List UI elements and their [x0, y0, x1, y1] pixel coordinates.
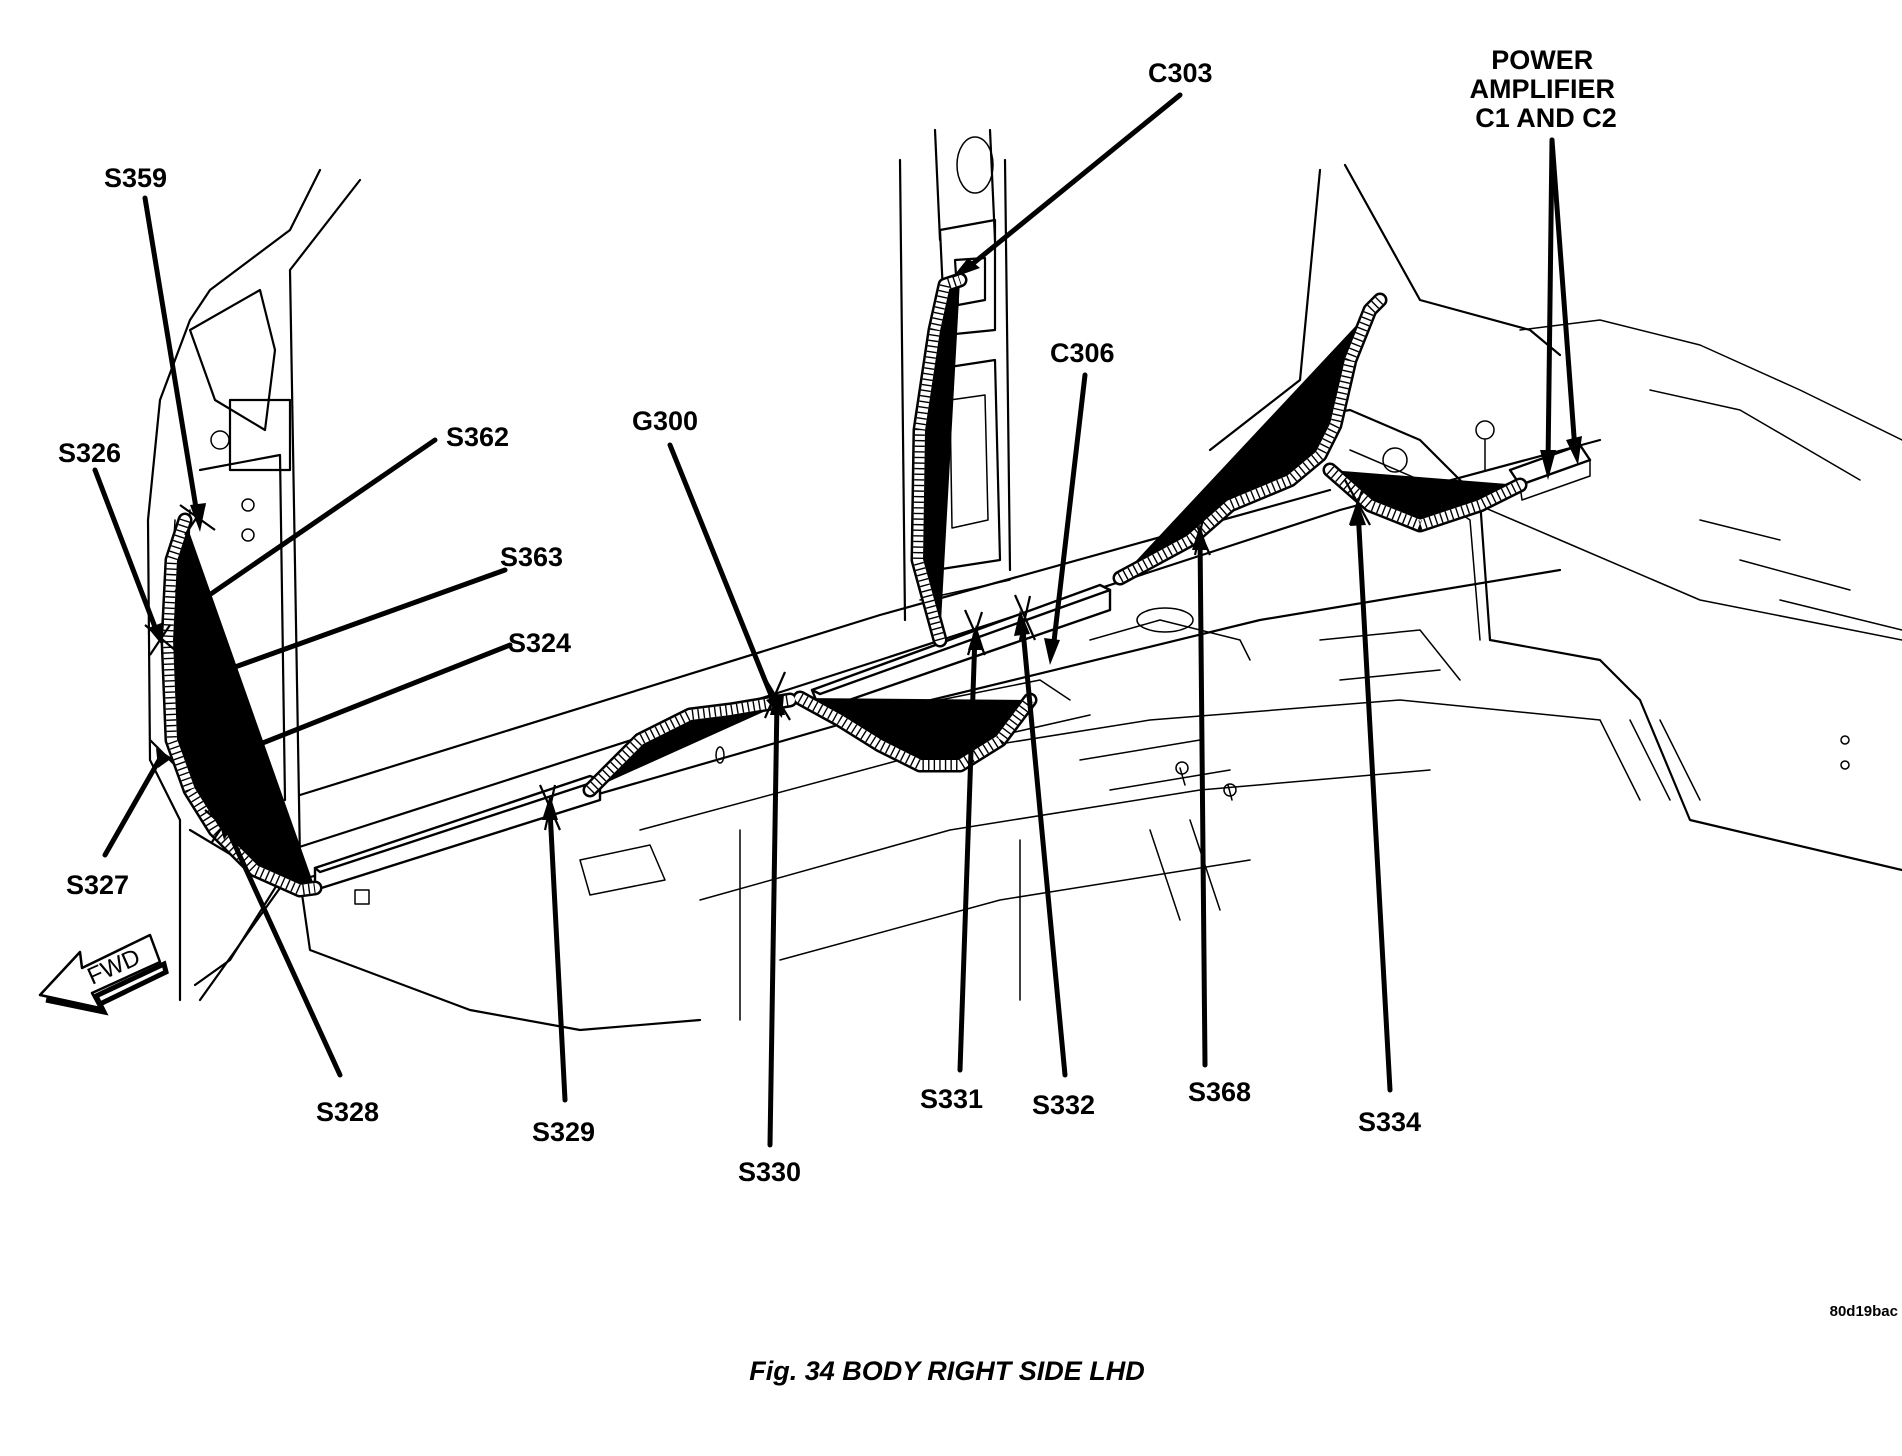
callout-power-amplifier-line-2: AMPLIFIER: [1469, 74, 1615, 104]
leader-s331: [957, 632, 978, 1073]
leader-s363: [207, 567, 508, 679]
leader-s328: [225, 827, 343, 1078]
leader-s326: [92, 467, 161, 638]
callout-s329: S329: [532, 1117, 595, 1147]
leader-s334: [1355, 507, 1393, 1093]
arrowhead: [968, 625, 984, 650]
leader-s362: [202, 437, 438, 601]
callout-s332: S332: [1032, 1090, 1095, 1120]
vehicle-body-art: [146, 128, 1902, 1032]
leader-power-amplifier-2: [1549, 137, 1578, 453]
arrowhead: [190, 503, 206, 532]
arrowhead: [952, 258, 980, 278]
wiring-harness: [168, 280, 1520, 890]
sill-trim-left: [313, 774, 602, 905]
leader-s329: [547, 807, 568, 1103]
arrowhead: [236, 742, 254, 760]
leader-c306: [1050, 372, 1088, 653]
leader-power-amplifier-1: [1545, 137, 1555, 468]
leader-s359: [142, 195, 201, 523]
callout-s331: S331: [920, 1084, 983, 1114]
callout-s330: S330: [738, 1157, 801, 1187]
arrowhead: [1192, 525, 1208, 550]
leader-s332: [1019, 617, 1068, 1078]
leader-s324: [242, 642, 513, 753]
callout-g300: G300: [632, 406, 698, 436]
arrowhead: [156, 748, 172, 768]
callout-s363: S363: [500, 542, 563, 572]
callout-power-amplifier-line-1: POWER: [1491, 45, 1593, 75]
arrowhead: [770, 690, 785, 715]
arrowhead: [1540, 450, 1556, 480]
forward-direction-arrow: FWD: [38, 933, 169, 1016]
callout-s326: S326: [58, 438, 121, 468]
callout-power-amplifier: POWER AMPLIFIER C1 AND C2: [1469, 45, 1622, 133]
callout-s327: S327: [66, 870, 129, 900]
callout-s368: S368: [1188, 1077, 1251, 1107]
arrowhead: [218, 818, 236, 840]
figure-id: 80d19bac: [1830, 1303, 1898, 1320]
callout-s334: S334: [1358, 1107, 1421, 1137]
figure-caption: Fig. 34 BODY RIGHT SIDE LHD: [749, 1356, 1145, 1386]
callout-c303: C303: [1148, 58, 1213, 88]
arrowhead: [148, 622, 164, 645]
callout-labels: POWER AMPLIFIER C1 AND C2 C303 C306 G300…: [58, 45, 1622, 1187]
arrowhead: [198, 588, 214, 606]
leader-s368: [1197, 532, 1208, 1068]
leader-s330: [767, 697, 780, 1148]
arrowhead: [1350, 500, 1366, 526]
callout-c306: C306: [1050, 338, 1115, 368]
callout-s359: S359: [104, 163, 167, 193]
leader-s327: [102, 752, 165, 858]
arrowhead: [1044, 638, 1060, 665]
leader-lines: [92, 92, 1582, 1148]
callout-s328: S328: [316, 1097, 379, 1127]
arrowhead: [1014, 610, 1030, 636]
callout-power-amplifier-line-3: C1 AND C2: [1475, 103, 1617, 133]
arrowhead: [542, 795, 558, 820]
callout-s362: S362: [446, 422, 509, 452]
leader-g300: [667, 442, 778, 708]
sill-trim-right: [810, 583, 1112, 712]
leader-c303: [962, 92, 1183, 273]
arrowhead: [1566, 436, 1582, 465]
callout-s324: S324: [508, 628, 571, 658]
arrowhead: [200, 668, 218, 686]
